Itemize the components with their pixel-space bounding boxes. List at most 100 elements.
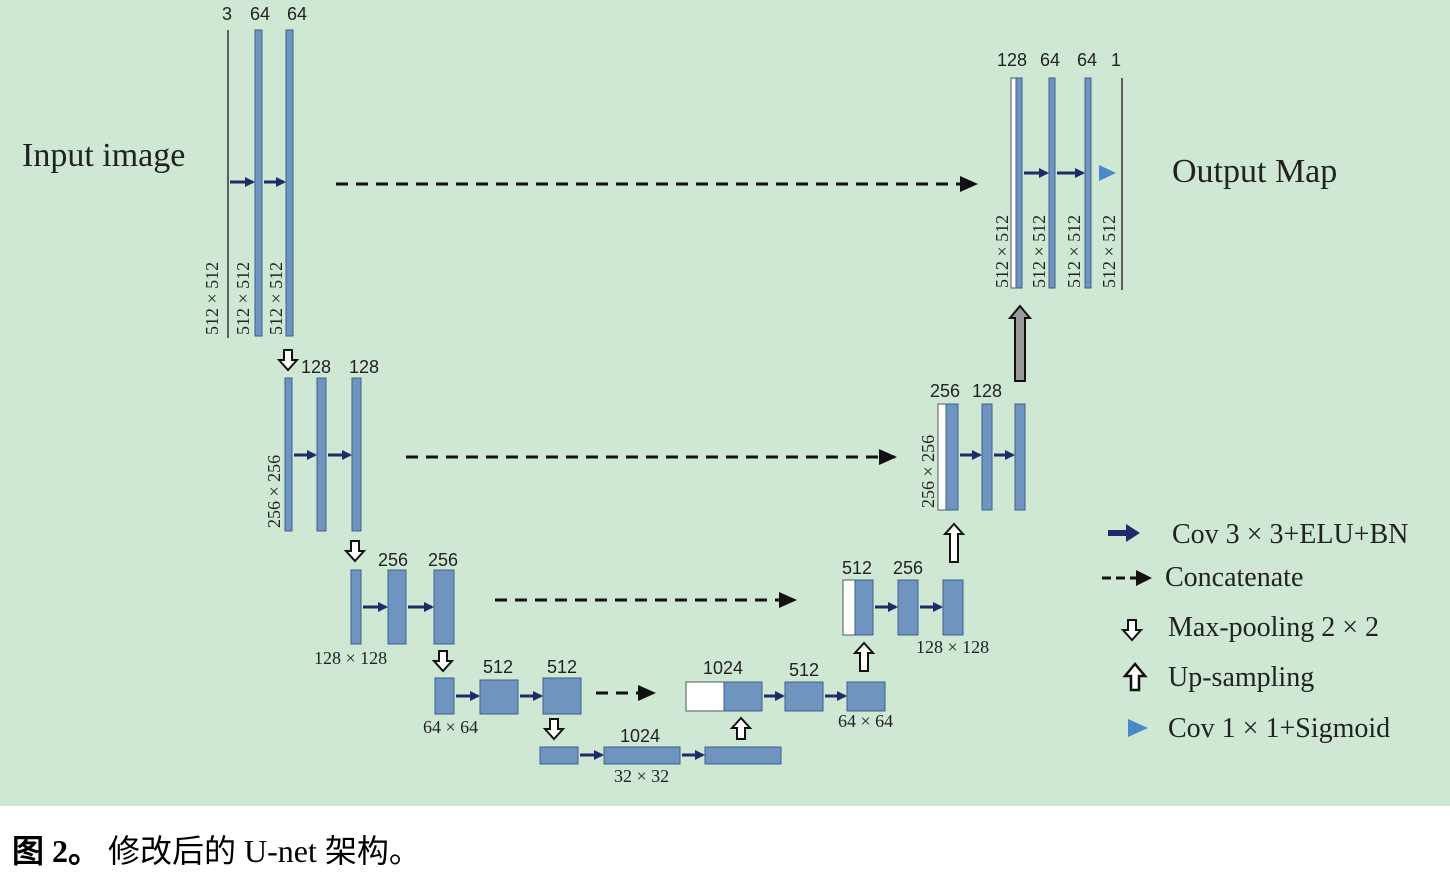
legend-label: Cov 1 × 1+Sigmoid <box>1168 713 1390 744</box>
size-label: 256 × 256 <box>918 435 938 508</box>
decoder-level-4: 1024 512 64 × 64 <box>685 658 893 731</box>
encoder-level-2: 128 128 256 × 256 <box>264 357 379 532</box>
channel-label: 256 <box>378 550 408 570</box>
decoder-level-1: 128 64 64 1 512 × 512 512 × 512 512 × 51… <box>992 50 1123 290</box>
encoder-level-4: 512 512 64 × 64 <box>423 657 582 737</box>
feature-map <box>942 579 964 636</box>
size-label: 512 × 512 <box>1064 215 1084 288</box>
feature-map <box>539 746 579 765</box>
feature-map <box>1048 77 1056 289</box>
channel-label: 256 <box>893 558 923 578</box>
concat-map <box>937 403 947 511</box>
encoder-level-3: 256 256 128 × 128 <box>314 550 458 668</box>
size-label: 512 × 512 <box>202 262 222 335</box>
decoder-level-3: 512 256 128 × 128 <box>842 558 989 657</box>
decoder-level-2: 256 128 256 × 256 <box>918 381 1026 511</box>
size-label: 512 × 512 <box>1099 215 1119 288</box>
legend-label: Concatenate <box>1165 562 1303 593</box>
channel-label: 1 <box>1111 50 1121 70</box>
feature-map <box>603 746 681 765</box>
size-label: 128 × 128 <box>314 648 387 668</box>
concat-map <box>842 579 856 636</box>
feature-map <box>433 569 455 645</box>
legend-label: Cov 3 × 3+ELU+BN <box>1172 519 1408 550</box>
legend-item: Cov 3 × 3+ELU+BN <box>1108 519 1408 550</box>
diagram-panel: Input image Output Map 3 64 64 512 × 512… <box>0 0 1450 806</box>
sigmoid-triangle <box>1099 165 1116 181</box>
feature-map <box>704 746 782 765</box>
feature-map <box>846 681 886 712</box>
legend-item: Concatenate <box>1102 562 1303 593</box>
upsample-arrow-icon <box>942 522 966 563</box>
feature-map <box>723 681 763 712</box>
size-label: 32 × 32 <box>614 766 669 786</box>
concat-map <box>685 681 725 712</box>
output-map-label: Output Map <box>1172 153 1337 190</box>
channel-label: 1024 <box>703 658 743 678</box>
feature-map <box>784 681 824 712</box>
figure-caption: 图 2。 修改后的 U-net 架构。 <box>12 826 421 872</box>
channel-label: 128 <box>349 357 379 377</box>
channel-label: 128 <box>301 357 331 377</box>
feature-map <box>542 677 582 715</box>
up-arrow-icon <box>1122 662 1148 692</box>
maxpool-arrow-icon <box>343 540 367 563</box>
size-label: 128 × 128 <box>916 637 989 657</box>
channel-label: 512 <box>547 657 577 677</box>
feature-map <box>479 679 519 715</box>
size-label: 512 × 512 <box>266 262 286 335</box>
size-label: 64 × 64 <box>423 717 478 737</box>
channel-label: 64 <box>1040 50 1060 70</box>
channel-label: 64 <box>287 4 307 24</box>
input-image-label: Input image <box>22 137 185 174</box>
channel-label: 128 <box>997 50 1027 70</box>
feature-map <box>387 569 407 645</box>
legend-item: Max-pooling 2 × 2 <box>1120 612 1379 643</box>
feature-map <box>350 569 362 645</box>
encoder-level-1: 3 64 64 512 × 512 512 × 512 512 × 512 <box>202 4 307 338</box>
legend-item: Up-sampling <box>1122 662 1314 693</box>
feature-map <box>897 579 919 636</box>
legend-label: Max-pooling 2 × 2 <box>1168 612 1379 643</box>
upsample-arrow-icon <box>1007 304 1033 382</box>
feature-map <box>316 377 327 532</box>
dashed-arrow-head <box>1136 570 1152 586</box>
channel-label: 128 <box>972 381 1002 401</box>
feature-map <box>981 403 993 511</box>
feature-map <box>434 677 455 715</box>
triangle-icon <box>1128 719 1148 737</box>
caption-label: 图 2。 <box>12 833 101 869</box>
maxpool-arrow-icon <box>431 650 455 673</box>
maxpool-arrow-icon <box>276 349 300 372</box>
channel-label: 64 <box>250 4 270 24</box>
feature-map <box>1014 403 1026 511</box>
bottleneck: 1024 32 × 32 <box>539 726 782 786</box>
legend-label: Up-sampling <box>1168 662 1314 693</box>
size-label: 64 × 64 <box>838 711 893 731</box>
feature-map <box>254 29 263 337</box>
unet-diagram: Input image Output Map 3 64 64 512 × 512… <box>22 4 1408 786</box>
conv-arrow-icon <box>1108 524 1140 542</box>
feature-map <box>284 377 293 532</box>
channel-label: 512 <box>842 558 872 578</box>
size-label: 256 × 256 <box>264 455 284 528</box>
caption-text: 修改后的 U-net 架构。 <box>108 833 421 869</box>
channel-label: 1024 <box>620 726 660 746</box>
legend: Cov 3 × 3+ELU+BN Concatenate Max-pooling… <box>1102 519 1408 744</box>
feature-map <box>1015 77 1023 289</box>
channel-label: 3 <box>222 4 232 24</box>
upsample-arrow-icon <box>852 641 876 672</box>
legend-item: Cov 1 × 1+Sigmoid <box>1128 713 1390 744</box>
channel-label: 256 <box>428 550 458 570</box>
feature-map <box>351 377 362 532</box>
upsample-arrow-icon <box>729 716 753 740</box>
channel-label: 256 <box>930 381 960 401</box>
feature-map <box>854 579 874 636</box>
feature-map <box>285 29 294 337</box>
maxpool-arrow-icon <box>542 718 566 741</box>
size-label: 512 × 512 <box>233 262 253 335</box>
feature-map <box>1084 77 1092 289</box>
channel-label: 512 <box>789 660 819 680</box>
size-label: 512 × 512 <box>1029 215 1049 288</box>
channel-label: 512 <box>483 657 513 677</box>
